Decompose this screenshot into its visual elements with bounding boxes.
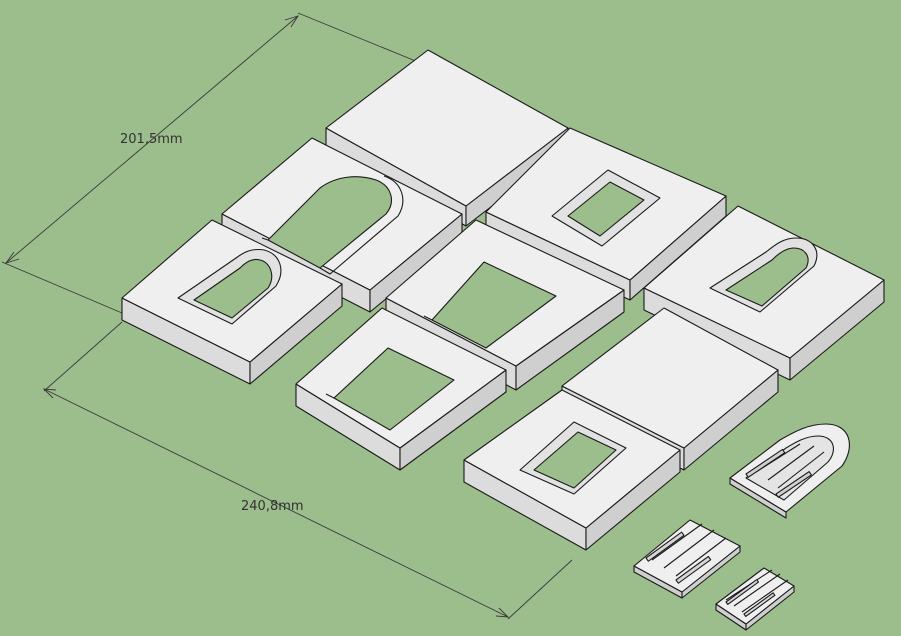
door-opening-rect <box>431 261 557 349</box>
door-panel-rect-large[interactable] <box>633 519 741 599</box>
window-opening-arched <box>725 247 809 307</box>
tile-window-rect-front[interactable] <box>463 389 681 551</box>
window-opening-rect <box>567 181 645 237</box>
dimension-depth-label: 201,5mm <box>120 132 183 147</box>
dimension-width-label: 240,8mm <box>241 499 304 514</box>
dimension-width: 240,8mm <box>42 321 573 620</box>
door-opening-arched <box>267 176 392 269</box>
tile-window-arched-left[interactable] <box>121 219 343 385</box>
door-panel-rect-small[interactable] <box>715 567 795 631</box>
dimension-depth: 201,5mm <box>1 12 419 314</box>
tile-door-rect-front[interactable] <box>295 307 507 471</box>
door-panel-arched[interactable] <box>729 423 850 519</box>
